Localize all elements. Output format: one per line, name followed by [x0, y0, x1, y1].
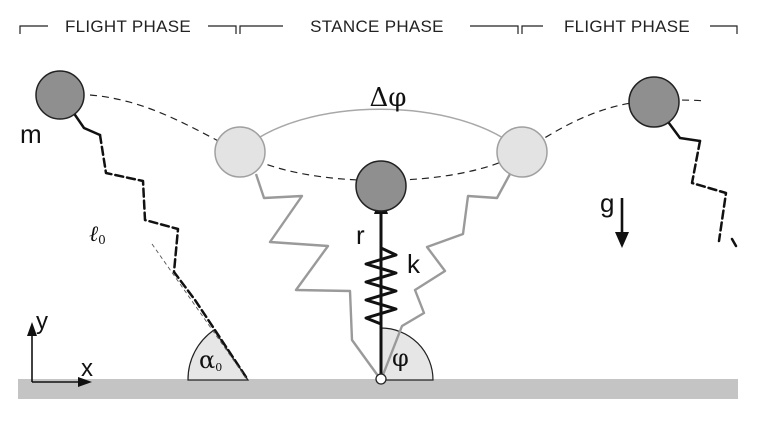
phase-header — [19, 25, 738, 34]
leg-angle-wedge — [380, 327, 434, 381]
delta-phi-label: Δφ — [370, 83, 407, 113]
axis-x-label: x — [81, 355, 93, 382]
angle-of-attack-subscript: 0 — [215, 361, 222, 374]
mass-label: m — [20, 119, 42, 149]
leg-length-label: r — [356, 220, 365, 250]
flight-phase-label-right: FLIGHT PHASE — [564, 17, 690, 36]
stance-phase-label: STANCE PHASE — [310, 17, 444, 36]
axis-y-label: y — [36, 308, 48, 335]
phase-bracket-middle — [239, 25, 519, 34]
angle-of-attack-wedge — [187, 329, 250, 381]
mass-flight-right — [628, 76, 680, 128]
angle-of-attack-symbol: α — [199, 346, 215, 374]
gravity-arrowhead — [615, 232, 629, 248]
ground — [18, 379, 738, 399]
angle-of-attack-label: α0 — [199, 346, 222, 374]
gravity-label: g — [600, 188, 614, 218]
phase-bracket-left — [19, 25, 237, 34]
mass-flight-left — [35, 70, 85, 120]
flight-leg-right — [661, 113, 738, 248]
leg-angle-label: φ — [392, 344, 409, 372]
delta-phi-arc — [239, 108, 523, 153]
mass-liftoff — [496, 126, 548, 178]
rest-length-symbol: ℓ — [89, 222, 99, 247]
stiffness-label: k — [407, 249, 421, 279]
rest-length-subscript: 0 — [98, 233, 106, 247]
mass-midstance — [355, 160, 407, 212]
mass-touchdown — [214, 126, 266, 178]
coordinate-axes — [27, 322, 92, 387]
rest-length-guide — [151, 243, 247, 379]
flight-phase-label-left: FLIGHT PHASE — [65, 17, 191, 36]
foot-contact-point — [375, 373, 387, 385]
rest-length-label: ℓ0 — [89, 222, 106, 247]
stance-leg-touchdown — [254, 173, 382, 381]
stance-leg-liftoff — [379, 173, 512, 381]
phase-bracket-right — [521, 25, 738, 34]
